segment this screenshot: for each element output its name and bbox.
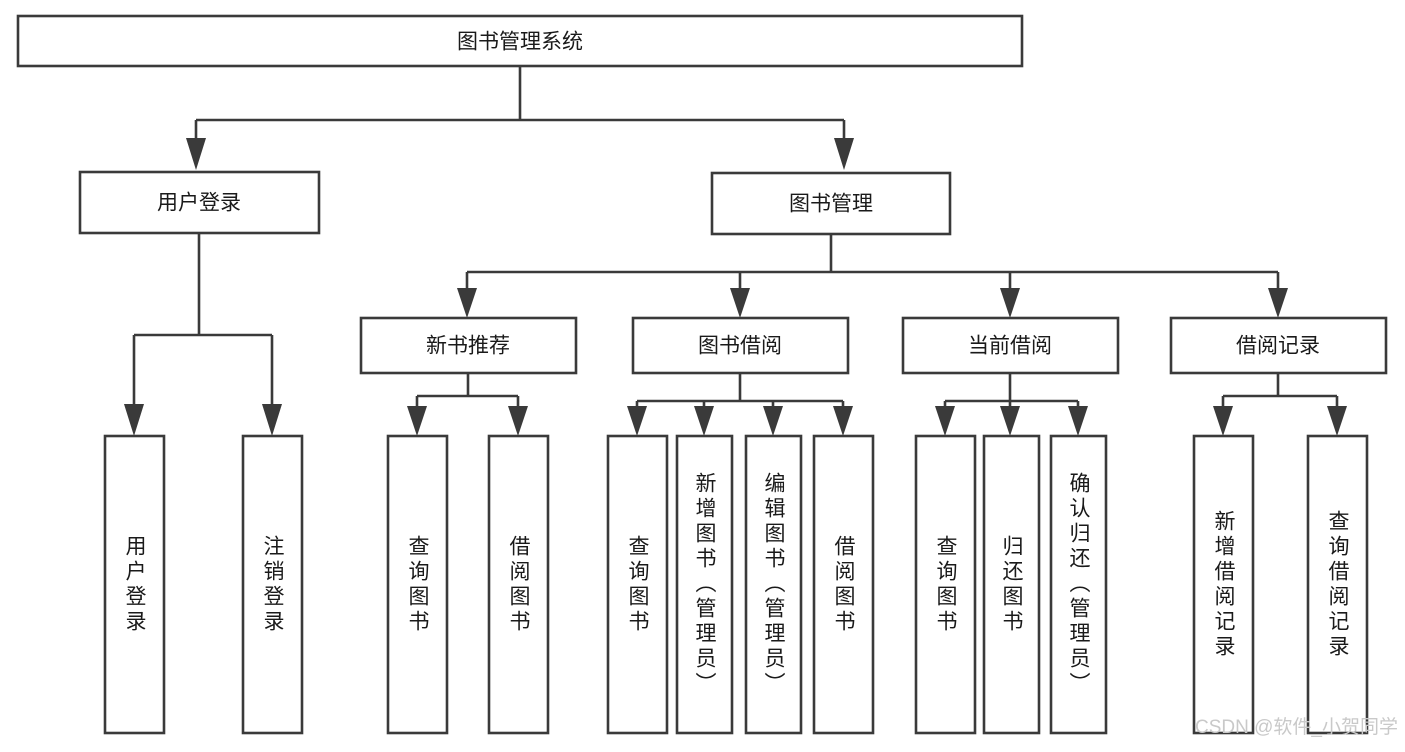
- node-leaf-edit-book[interactable]: [744, 434, 803, 735]
- node-leaf-query-borrow-record[interactable]: [1306, 434, 1369, 735]
- node-current-borrow-label: 当前借阅: [968, 335, 1052, 358]
- node-leaf-logout-login[interactable]: [241, 434, 304, 735]
- node-leaf-query-book-3[interactable]: [914, 434, 977, 735]
- connector-book-borrow-to-leaves: [627, 373, 853, 436]
- arrow-head-leaf-query-book-1: [407, 406, 427, 436]
- arrow-head-leaf-add-book: [694, 406, 714, 436]
- connector-borrow-record-to-leaves: [1213, 373, 1347, 436]
- node-leaf-add-borrow-record[interactable]: [1192, 434, 1255, 735]
- connector-book-manage-to-level2: [457, 234, 1288, 318]
- node-leaf-add-book[interactable]: [675, 434, 734, 735]
- connector-user-login-to-leaves: [124, 233, 282, 436]
- node-new-book-recommend-label: 新书推荐: [426, 335, 510, 358]
- connector-root-to-level1: [186, 66, 854, 170]
- watermark-label: CSDN @软件_小贺同学: [1195, 716, 1398, 738]
- node-leaf-query-book-1[interactable]: [386, 434, 449, 735]
- arrow-head-borrow-record: [1268, 288, 1288, 318]
- arrow-head-book-borrow: [730, 288, 750, 318]
- arrow-head-current-borrow: [1000, 288, 1020, 318]
- node-book-manage-label: 图书管理: [789, 193, 873, 216]
- arrow-head-leaf-user-login: [124, 404, 144, 436]
- node-current-borrow[interactable]: 当前借阅: [901, 316, 1120, 375]
- node-leaf-borrow-book-1[interactable]: [487, 434, 550, 735]
- node-leaf-confirm-return[interactable]: [1049, 434, 1108, 735]
- arrow-head-leaf-query-borrow-record: [1327, 406, 1347, 436]
- connector-current-borrow-to-leaves: [935, 373, 1088, 436]
- arrow-head-leaf-borrow-book-1: [508, 406, 528, 436]
- node-borrow-record[interactable]: 借阅记录: [1169, 316, 1388, 375]
- arrow-head-leaf-query-book-3: [935, 406, 955, 436]
- arrow-head-leaf-edit-book: [763, 406, 783, 436]
- node-leaf-return-book[interactable]: [982, 434, 1041, 735]
- arrow-head-new-book-recommend: [457, 288, 477, 318]
- arrow-head-book-manage: [834, 138, 854, 170]
- node-root-label: 图书管理系统: [457, 31, 583, 54]
- node-book-manage[interactable]: 图书管理: [710, 171, 952, 236]
- node-borrow-record-label: 借阅记录: [1236, 335, 1320, 358]
- arrow-head-leaf-logout-login: [262, 404, 282, 436]
- node-book-borrow-label: 图书借阅: [698, 335, 782, 358]
- node-user-login[interactable]: 用户登录: [78, 170, 321, 235]
- node-new-book-recommend[interactable]: 新书推荐: [359, 316, 578, 375]
- node-leaf-user-login[interactable]: [103, 434, 166, 735]
- node-user-login-label: 用户登录: [157, 192, 241, 215]
- connector-new-book-recommend-to-leaves: [407, 373, 528, 436]
- node-leaf-query-book-2[interactable]: [606, 434, 669, 735]
- arrow-head-leaf-return-book: [1000, 406, 1020, 436]
- arrow-head-leaf-confirm-return: [1068, 406, 1088, 436]
- arrow-head-user-login: [186, 138, 206, 170]
- node-book-borrow[interactable]: 图书借阅: [631, 316, 850, 375]
- arrow-head-leaf-add-borrow-record: [1213, 406, 1233, 436]
- arrow-head-leaf-query-book-2: [627, 406, 647, 436]
- node-leaf-borrow-book-2[interactable]: [812, 434, 875, 735]
- node-root[interactable]: 图书管理系统: [16, 14, 1024, 68]
- arrow-head-leaf-borrow-book-2: [833, 406, 853, 436]
